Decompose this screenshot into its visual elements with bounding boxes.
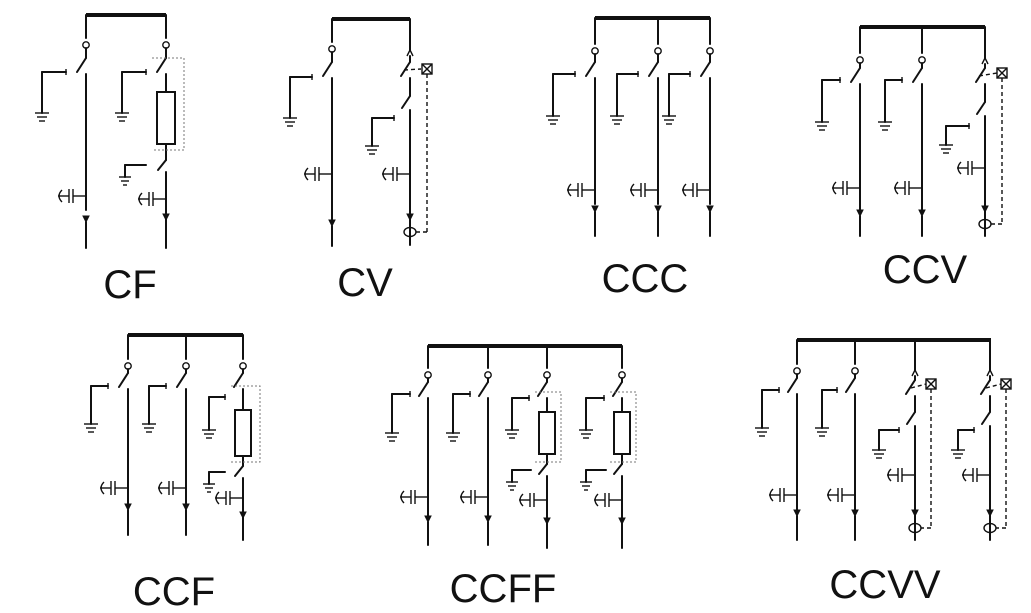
unit-cf [35,13,185,249]
symbols-layer [35,13,1012,549]
drawout-contact-icon [984,57,989,65]
fuse-icon [613,411,631,455]
cable-arrow-icon [182,503,190,512]
drawout-contact-icon [409,49,414,57]
trip-link [910,383,927,389]
unit-ccc [546,16,714,237]
load-break-switch-blade [478,381,489,397]
trip-link [985,383,1002,389]
unit-ccvv [755,338,1012,541]
trip-coil-icon [421,63,433,75]
load-break-switch-blade [787,377,798,393]
cable-arrow-icon [406,213,414,222]
current-transformer-icon [978,218,992,230]
fuse-icon [538,411,556,455]
earth-switch-blade [613,463,623,475]
drawout-contact-icon [914,369,919,377]
unit-label-ccvv: CCVV [829,563,940,607]
fuse-enclosure [610,391,637,463]
drawout-contact-icon [986,369,991,377]
cable-arrow-icon [851,509,859,518]
unit-label-cv: CV [337,261,393,305]
earth-switch-blade [538,463,548,475]
load-break-switch-blade [845,377,856,393]
unit-label-ccff: CCFF [450,567,557,611]
switch-fuse-blade [612,381,623,397]
trip-coil-icon [1000,378,1012,390]
drawout-contact-icon [981,57,986,65]
cable-arrow-icon [918,209,926,218]
cable-arrow-icon [654,205,662,214]
disconnector-blade [401,95,411,109]
cable-arrow-icon [328,219,336,228]
disconnector-blade [976,101,986,115]
unit-label-ccf: CCF [133,570,215,613]
cable-arrow-icon [981,205,989,214]
cable-arrow-icon [424,515,432,524]
unit-ccf [84,333,261,541]
fuse-enclosure [152,57,185,151]
cable-arrow-icon [484,515,492,524]
trip-coil-icon [925,378,937,390]
labels-layer: CF CV CCC CCV CCF CCFF CCVV [103,248,967,613]
disconnector-blade [981,411,991,425]
earth-switch-blade [234,465,244,477]
load-break-switch-blade [322,61,333,77]
unit-label-ccv: CCV [883,248,968,292]
load-break-switch-blade [585,61,596,77]
unit-cv [283,17,433,247]
fuse-enclosure [535,391,562,463]
cable-arrow-icon [239,511,247,520]
cable-arrow-icon [911,509,919,518]
trip-coil-icon [996,67,1008,79]
unit-label-cf: CF [103,263,156,307]
load-break-switch-blade [912,67,923,83]
current-transformer-icon [403,226,417,238]
cable-arrow-icon [543,517,551,526]
trip-link [978,72,998,77]
cable-arrow-icon [82,215,90,224]
cable-arrow-icon [986,509,994,518]
load-break-switch-blade [418,381,429,397]
load-break-switch-blade [648,61,659,77]
current-transformer-icon [908,522,922,534]
cable-arrow-icon [793,509,801,518]
unit-ccff [385,344,637,549]
load-break-switch-blade [700,61,711,77]
drawout-contact-icon [989,369,994,377]
load-break-switch-blade [118,372,129,388]
drawout-contact-icon [911,369,916,377]
earth-switch-blade [157,159,167,171]
disconnector-blade [906,411,916,425]
switch-fuse-blade [537,381,548,397]
cable-arrow-icon [124,503,132,512]
circuit-breaker-blade [400,61,411,77]
unit-ccv [815,25,1008,237]
fuse-icon [234,409,252,457]
switch-fuse-blade [156,57,167,73]
circuit-breaker-blade [980,379,991,395]
load-break-switch-blade [176,372,187,388]
circuit-breaker-blade [975,67,986,83]
drawout-contact-icon [406,49,411,57]
load-break-switch-blade [76,57,87,73]
cable-arrow-icon [591,205,599,214]
current-transformer-icon [983,522,997,534]
cable-arrow-icon [706,205,714,214]
cable-arrow-icon [618,517,626,526]
switch-fuse-blade [233,372,244,388]
circuit-breaker-blade [905,379,916,395]
unit-label-ccc: CCC [602,257,689,301]
trip-link [403,68,422,71]
load-break-switch-blade [850,67,861,83]
cable-arrow-icon [162,213,170,222]
cable-arrow-icon [856,209,864,218]
fuse-icon [156,91,176,145]
